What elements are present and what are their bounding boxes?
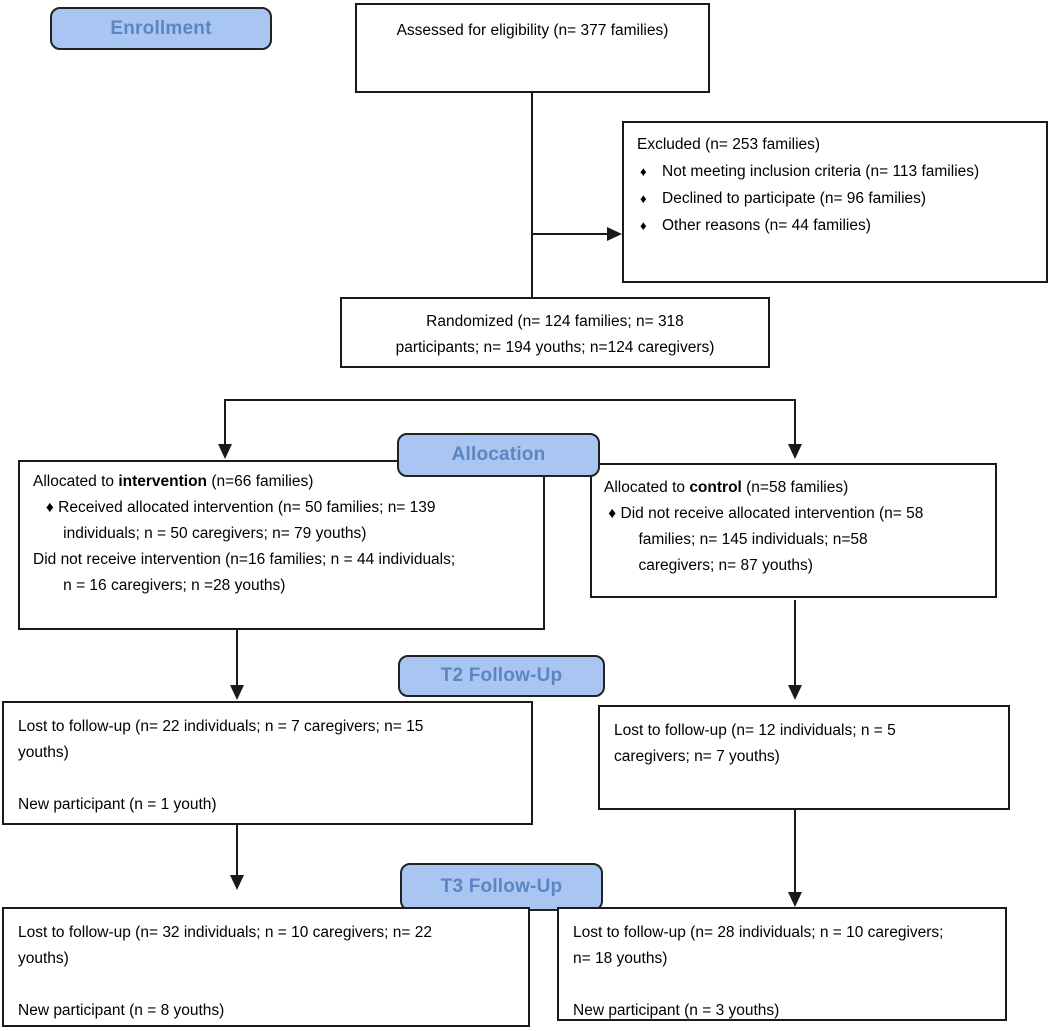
control-title-bold: control (689, 479, 742, 496)
enrollment-stage-label-text: Enrollment (110, 17, 212, 39)
randomized-box: Randomized (n= 124 families; n= 318 part… (340, 297, 770, 368)
flow-line (794, 810, 796, 893)
diamond-bullet: ♦ (640, 164, 647, 179)
intervention-title-suffix: (n=66 families) (207, 473, 314, 490)
arrowhead-down-icon (218, 444, 232, 459)
t2-intervention-text: Lost to follow-up (n= 22 individuals; n … (18, 718, 424, 813)
flow-line (794, 600, 796, 686)
t2-followup-stage-label-text: T2 Follow-Up (440, 665, 563, 686)
flow-line (224, 399, 796, 401)
excluded-item: ♦ Not meeting inclusion criteria (n= 113… (637, 158, 1036, 185)
flow-line (794, 399, 796, 445)
allocation-stage-label: Allocation (397, 433, 600, 477)
t3-control-text: Lost to follow-up (n= 28 individuals; n … (573, 924, 944, 1019)
flow-line (236, 825, 238, 876)
t3-control-box: Lost to follow-up (n= 28 individuals; n … (557, 907, 1007, 1021)
t3-followup-stage-label: T3 Follow-Up (400, 863, 603, 911)
arrowhead-down-icon (230, 875, 244, 890)
t2-control-box: Lost to follow-up (n= 12 individuals; n … (598, 705, 1010, 810)
enrollment-stage-label: Enrollment (50, 7, 272, 50)
excluded-item: ♦ Declined to participate (n= 96 familie… (637, 185, 1036, 212)
excluded-title: Excluded (n= 253 families) (637, 136, 821, 153)
intervention-title: Allocated to intervention (n=66 families… (33, 469, 535, 495)
control-arm-box: Allocated to control (n=58 families) ♦ D… (590, 463, 997, 598)
intervention-title-bold: intervention (118, 473, 208, 490)
arrowhead-down-icon (788, 892, 802, 907)
arrowhead-down-icon (788, 685, 802, 700)
control-title-prefix: Allocated to (604, 479, 690, 496)
t3-followup-stage-label-text: T3 Follow-Up (440, 876, 563, 897)
allocation-stage-label-text: Allocation (451, 444, 546, 465)
assessed-eligibility-box: Assessed for eligibility (n= 377 familie… (355, 3, 710, 93)
assessed-eligibility-text: Assessed for eligibility (n= 377 familie… (396, 22, 669, 39)
t2-control-text: Lost to follow-up (n= 12 individuals; n … (614, 722, 896, 765)
flow-line (236, 630, 238, 686)
control-body: ♦ Did not receive allocated intervention… (608, 505, 924, 574)
excluded-box: Excluded (n= 253 families) ♦ Not meeting… (622, 121, 1048, 283)
control-title-suffix: (n=58 families) (741, 479, 849, 496)
randomized-text: Randomized (n= 124 families; n= 318 part… (395, 313, 715, 356)
t2-followup-stage-label: T2 Follow-Up (398, 655, 605, 697)
intervention-body: ♦ Received allocated intervention (n= 50… (33, 499, 456, 594)
excluded-item-text: Not meeting inclusion criteria (n= 113 f… (662, 163, 980, 180)
control-title: Allocated to control (n=58 families) (604, 475, 987, 501)
flow-line (531, 233, 609, 235)
t3-intervention-text: Lost to follow-up (n= 32 individuals; n … (18, 924, 433, 1019)
diamond-bullet: ♦ (640, 218, 647, 233)
arrowhead-right-icon (607, 227, 622, 241)
arrowhead-down-icon (230, 685, 244, 700)
excluded-item: ♦ Other reasons (n= 44 families) (637, 212, 1036, 239)
intervention-arm-box: Allocated to intervention (n=66 families… (18, 460, 545, 630)
diamond-bullet: ♦ (640, 191, 647, 206)
flow-line (531, 93, 533, 298)
intervention-title-prefix: Allocated to (33, 473, 119, 490)
arrowhead-down-icon (788, 444, 802, 459)
t2-intervention-box: Lost to follow-up (n= 22 individuals; n … (2, 701, 533, 825)
excluded-item-text: Declined to participate (n= 96 families) (662, 190, 927, 207)
flow-line (224, 399, 226, 445)
excluded-item-text: Other reasons (n= 44 families) (662, 217, 871, 234)
t3-intervention-box: Lost to follow-up (n= 32 individuals; n … (2, 907, 530, 1027)
